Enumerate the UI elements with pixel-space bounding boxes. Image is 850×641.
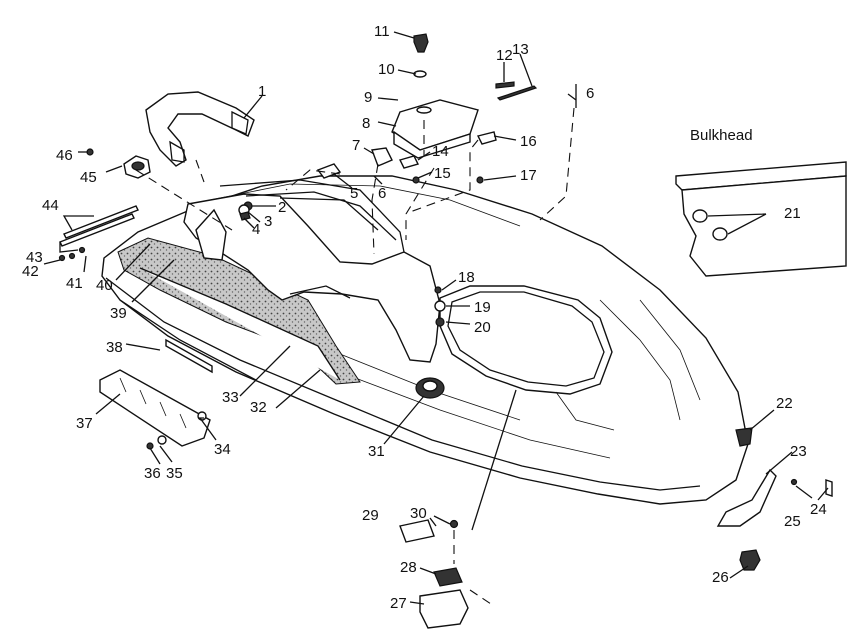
callout-44: 44: [42, 197, 59, 214]
callout-17: 17: [520, 167, 537, 184]
callout-43: 43: [26, 249, 43, 266]
leader-lines: [62, 31, 829, 607]
callout-18: 18: [458, 269, 475, 286]
callout-30: 30: [410, 505, 427, 522]
callout-22: 22: [776, 395, 793, 412]
part-18-bolt: [434, 286, 442, 294]
callout-38: 38: [106, 339, 123, 356]
part-14-washer: [398, 155, 420, 169]
bulkhead-inset: [675, 161, 847, 277]
callout-46: 46: [56, 147, 73, 164]
part-25-rivet: [790, 478, 798, 486]
part-19-washer: [434, 300, 446, 312]
part-4-nut: [239, 211, 251, 221]
callout-25: 25: [784, 513, 801, 530]
callout-29: 29: [362, 507, 379, 524]
part-27-intake: [419, 589, 469, 629]
callout-40: 40: [96, 277, 113, 294]
callout-31: 31: [368, 443, 385, 460]
callout-34: 34: [214, 441, 231, 458]
callout-35: 35: [166, 465, 183, 482]
callout-33: 33: [222, 389, 239, 406]
part-12-pin: [495, 81, 515, 89]
callout-6b: 6: [586, 85, 594, 102]
callout-23: 23: [790, 443, 807, 460]
callout-37: 37: [76, 415, 93, 432]
callout-5: 5: [350, 185, 358, 202]
handlebar-part: [145, 91, 255, 167]
callout-1: 1: [258, 83, 266, 100]
part-44-rail: [43, 205, 139, 265]
callout-16: 16: [520, 133, 537, 150]
callout-9: 9: [364, 89, 372, 106]
part-7-latch: [371, 147, 393, 167]
callout-13: 13: [512, 41, 529, 58]
callout-19: 19: [474, 299, 491, 316]
part-17-screw: [476, 176, 484, 184]
part-24-cap: [825, 479, 833, 497]
callout-14: 14: [432, 143, 449, 160]
part-28-block: [433, 567, 463, 587]
part-45-mount: [123, 155, 151, 179]
callout-45: 45: [80, 169, 97, 186]
part-13-rod: [496, 85, 538, 101]
part-29-pad: [399, 519, 435, 543]
front-hatch-opening: [439, 285, 615, 431]
callout-26: 26: [712, 569, 729, 586]
callout-20: 20: [474, 319, 491, 336]
callout-labels: 1 2 3 4 5 6 6 7 8 9 10 11 12 13 14 15 16…: [22, 23, 827, 612]
seat-console: [183, 179, 441, 363]
callout-27: 27: [390, 595, 407, 612]
callout-21: 21: [784, 205, 801, 222]
bulkhead-title: Bulkhead: [690, 127, 753, 144]
callout-6a: 6: [378, 185, 386, 202]
callout-42: 42: [22, 263, 39, 280]
part-34-washer: [197, 411, 207, 421]
callout-2: 2: [278, 199, 286, 216]
callout-4: 4: [252, 221, 260, 238]
footwell-rail: [139, 267, 341, 381]
part-26-nut: [739, 549, 761, 571]
part-37-side-plate: [99, 369, 211, 447]
part-23-bumper: [716, 468, 777, 527]
callout-41: 41: [66, 275, 83, 292]
callout-8: 8: [362, 115, 370, 132]
callout-36: 36: [144, 465, 161, 482]
callout-28: 28: [400, 559, 417, 576]
part-16-clip: [476, 131, 497, 145]
part-31-filler: [415, 377, 445, 399]
part-38-strip: [165, 338, 213, 374]
callout-7: 7: [352, 137, 360, 154]
callout-15: 15: [434, 165, 451, 182]
part-20-nut: [435, 317, 445, 327]
part-30-screw: [449, 519, 459, 529]
hatch-lid: [391, 33, 479, 159]
part-5-decal: [316, 163, 342, 179]
part-15-screw: [412, 176, 420, 184]
callout-24: 24: [810, 501, 827, 518]
callout-10: 10: [378, 61, 395, 78]
callout-39: 39: [110, 305, 127, 322]
callout-3: 3: [264, 213, 272, 230]
part-35-washer: [157, 435, 167, 445]
callout-12: 12: [496, 47, 513, 64]
callout-11: 11: [374, 23, 390, 40]
callout-32: 32: [250, 399, 267, 416]
part-22-bow-eye: [735, 427, 753, 447]
